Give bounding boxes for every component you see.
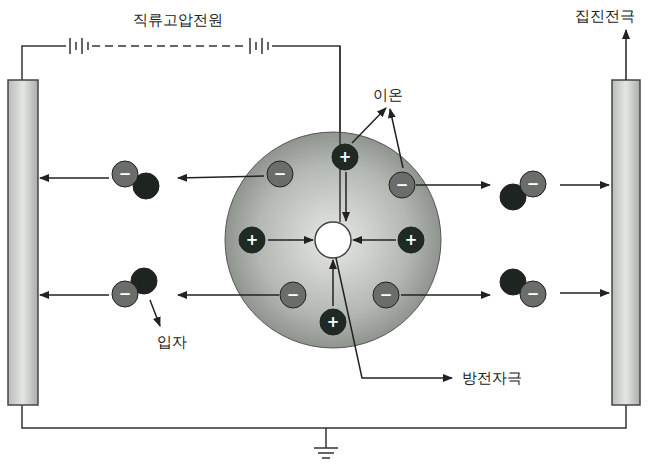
ion-charge: − — [396, 178, 409, 193]
electrode-label: 방전자극 — [460, 369, 524, 387]
power-label: 직류고압전원 — [131, 11, 225, 29]
corona-region — [225, 132, 441, 348]
ion-charge: − — [274, 167, 287, 182]
electrode-label: 집진전극 — [573, 7, 637, 25]
ion-charge: + — [327, 315, 340, 330]
ion-charge: − — [287, 288, 300, 303]
collecting-plate — [8, 80, 38, 405]
ion-charge: − — [380, 288, 393, 303]
ion-charge: + — [405, 233, 418, 248]
ion-charge: + — [339, 150, 352, 165]
ion-label: 이온 — [371, 86, 405, 104]
particle-charge: − — [119, 167, 132, 182]
particle-charge: − — [527, 287, 540, 302]
collecting-plate — [612, 80, 640, 405]
particle-charge: − — [119, 287, 132, 302]
particle-label: 입자 — [155, 333, 189, 351]
particle-charge: − — [527, 177, 540, 192]
discharge-wire — [315, 222, 351, 258]
ion-charge: + — [246, 233, 259, 248]
